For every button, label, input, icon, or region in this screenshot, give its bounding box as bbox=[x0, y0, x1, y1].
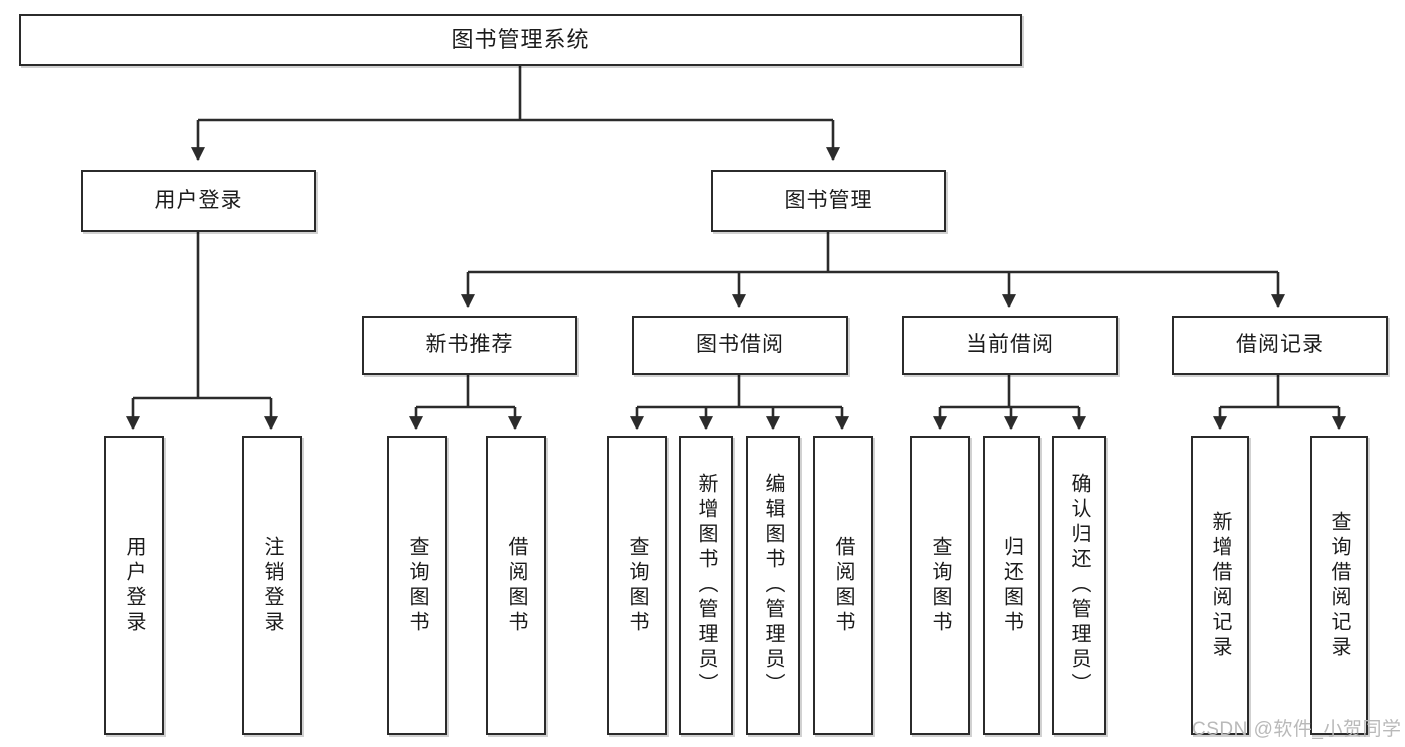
node-label: 图书借阅 bbox=[696, 333, 784, 357]
node-label: 查询借阅记录 bbox=[1328, 510, 1350, 661]
edge-yonghudenglu-to-leaves bbox=[125, 232, 279, 431]
node-label: 用户登录 bbox=[154, 188, 243, 212]
node-label: 查询图书 bbox=[626, 535, 648, 636]
node-label: 查询图书 bbox=[929, 535, 951, 636]
node-label: 新书推荐 bbox=[425, 333, 514, 357]
node-label: 图书管理系统 bbox=[451, 27, 590, 53]
edge-tushuguanli-to-level3 bbox=[460, 232, 1286, 309]
node-leaf-user-login[interactable]: 用户登录 bbox=[104, 436, 164, 735]
node-label: 借阅记录 bbox=[1236, 333, 1324, 357]
node-leaf-return-book[interactable]: 归还图书 bbox=[983, 436, 1040, 735]
node-leaf-add-book-admin[interactable]: 新增图书（管理员） bbox=[679, 436, 733, 735]
node-leaf-logout[interactable]: 注销登录 bbox=[242, 436, 302, 735]
node-leaf-query-book[interactable]: 查询图书 bbox=[607, 436, 667, 735]
node-book-management[interactable]: 图书管理 bbox=[711, 170, 946, 232]
node-root-book-management-system[interactable]: 图书管理系统 bbox=[19, 14, 1022, 66]
node-label: 借阅图书 bbox=[832, 535, 854, 636]
edge-jieyuejilu-to-leaves bbox=[1212, 375, 1347, 431]
edge-dangqianjieyue-to-leaves bbox=[932, 375, 1087, 431]
node-leaf-query-book-current[interactable]: 查询图书 bbox=[910, 436, 970, 735]
node-book-borrow[interactable]: 图书借阅 bbox=[632, 316, 848, 375]
node-leaf-query-borrow-record[interactable]: 查询借阅记录 bbox=[1310, 436, 1368, 735]
node-leaf-confirm-return-admin[interactable]: 确认归还（管理员） bbox=[1052, 436, 1106, 735]
node-borrow-record[interactable]: 借阅记录 bbox=[1172, 316, 1388, 375]
node-label: 图书管理 bbox=[784, 188, 873, 212]
node-current-borrow[interactable]: 当前借阅 bbox=[902, 316, 1118, 375]
node-label: 新增图书（管理员） bbox=[695, 473, 717, 698]
node-label: 借阅图书 bbox=[505, 535, 527, 636]
node-label: 用户登录 bbox=[123, 535, 145, 636]
node-label: 注销登录 bbox=[261, 535, 283, 636]
node-leaf-query-book-recommend[interactable]: 查询图书 bbox=[387, 436, 447, 735]
node-new-book-recommend[interactable]: 新书推荐 bbox=[362, 316, 577, 375]
node-label: 确认归还（管理员） bbox=[1068, 473, 1090, 698]
csdn-watermark: CSDN @软件_小贺同学 bbox=[1192, 719, 1402, 740]
edge-root-to-level2 bbox=[190, 66, 841, 162]
node-leaf-borrow-book-recommend[interactable]: 借阅图书 bbox=[486, 436, 546, 735]
node-label: 查询图书 bbox=[406, 535, 428, 636]
node-label: 当前借阅 bbox=[966, 333, 1054, 357]
edge-tushujieyue-to-leaves bbox=[629, 375, 850, 431]
edge-xinshutuijian-to-leaves bbox=[408, 375, 523, 431]
node-leaf-borrow-book[interactable]: 借阅图书 bbox=[813, 436, 873, 735]
node-label: 新增借阅记录 bbox=[1209, 510, 1231, 661]
node-label: 归还图书 bbox=[1000, 535, 1023, 636]
node-label: 编辑图书（管理员） bbox=[762, 473, 784, 698]
node-leaf-edit-book-admin[interactable]: 编辑图书（管理员） bbox=[746, 436, 800, 735]
node-leaf-add-borrow-record[interactable]: 新增借阅记录 bbox=[1191, 436, 1249, 735]
node-user-login[interactable]: 用户登录 bbox=[81, 170, 316, 232]
